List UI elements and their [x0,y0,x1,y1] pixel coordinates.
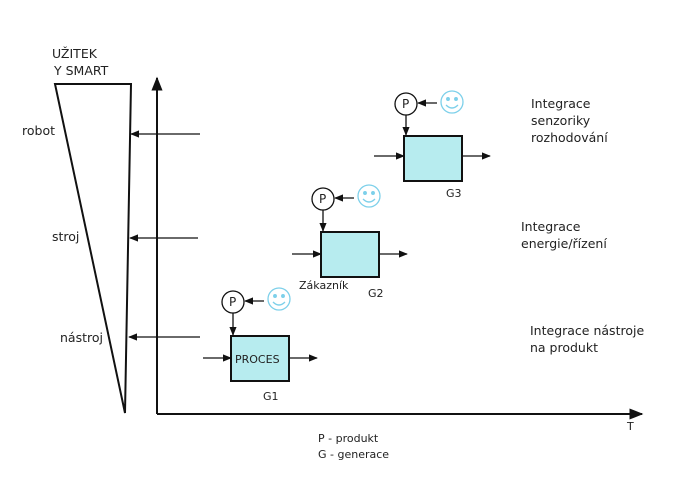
g2-product-label: P [319,192,326,206]
generation-g2: P Zákazník G2 [292,184,408,300]
legend-generation: G - generace [318,448,389,461]
g2-smiley-icon [357,184,381,208]
g3-process-box [403,135,463,182]
level-stroj-label: stroj [52,229,79,244]
g2-integration-line1: Integrace [521,219,581,234]
header-line1: UŽITEK [52,46,98,61]
t-axis-label: T [626,420,634,433]
g2-customer-label: Zákazník [299,279,349,292]
g3-product-label: P [402,97,409,111]
g1-product-label: P [229,295,236,309]
g1-integration-line1: Integrace nástroje [530,323,644,338]
g1-integration-line2: na produkt [530,340,598,355]
g1-label: G1 [263,390,279,403]
header-line2: Y SMART [53,63,109,78]
generation-g3: P G3 [374,90,491,200]
g2-integration-line2: energie/řízení [521,236,607,251]
g3-integration-line2: senzoriky [531,113,591,128]
g1-box-label: PROCES [235,353,280,366]
utility-wedge [53,83,133,414]
g3-integration-line3: rozhodování [531,130,608,145]
g2-label: G2 [368,287,384,300]
g3-label: G3 [446,187,462,200]
generation-g1: PROCES P G1 [203,287,318,403]
g1-smiley-icon [267,287,291,311]
legend-product: P - produkt [318,432,379,445]
g3-smiley-icon [440,90,464,114]
g3-integration-line1: Integrace [531,96,591,111]
level-robot-label: robot [22,123,55,138]
g2-process-box [320,231,380,278]
level-nastroj-label: nástroj [60,330,103,345]
